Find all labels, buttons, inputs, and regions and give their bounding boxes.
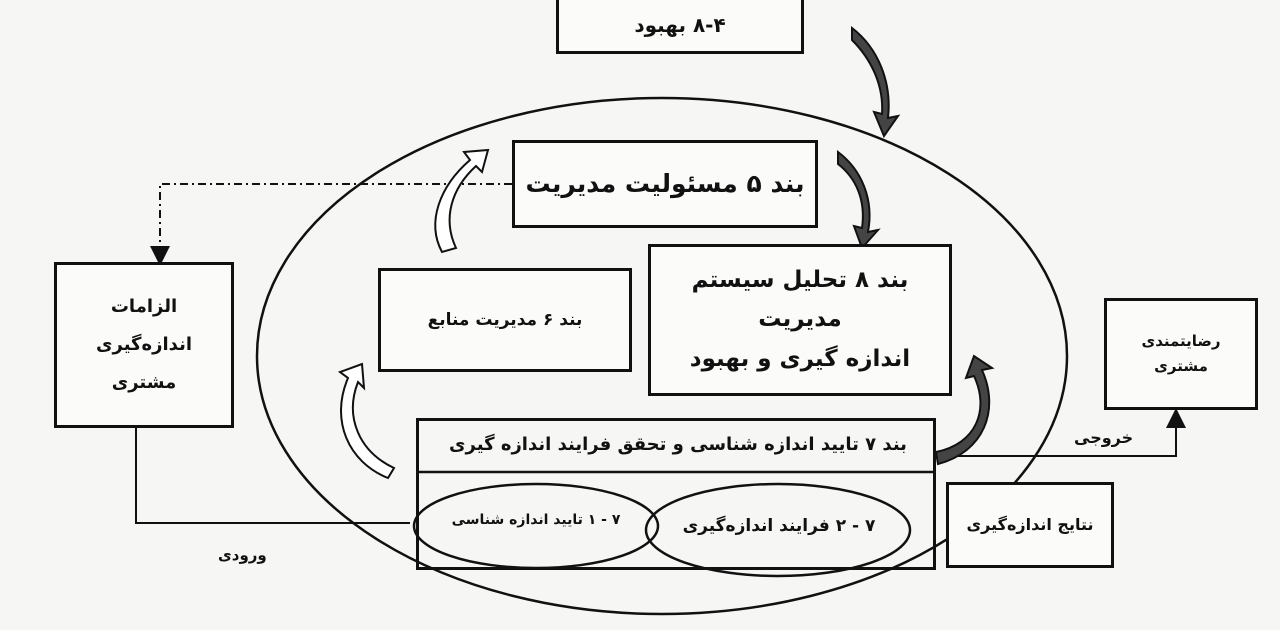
satisfaction-line1: رضایتمندی <box>1141 331 1221 350</box>
improvement-label: ۸-۴ بهبود <box>634 13 726 37</box>
curved-arrow-clause5-to-clause8-icon <box>837 149 881 250</box>
curved-arrow-clause6-to-clause5-icon <box>434 148 490 254</box>
clause5-label: بند ۵ مسئولیت مدیریت <box>525 168 805 198</box>
improvement-box: ۸-۴ بهبود <box>556 0 804 54</box>
clause6-box: بند ۶ مدیریت منابع <box>378 268 632 372</box>
clause7-2-ellipse <box>644 482 912 578</box>
system-boundary-ellipse <box>255 96 1069 616</box>
clause7-2-label: ۷ - ۲ فرایند اندازه‌گیری <box>682 516 876 536</box>
clause8-label-line2: اندازه گیری و بهبود <box>689 345 911 372</box>
customer-satisfaction-box: رضایتمندی مشتری <box>1104 298 1258 410</box>
results-label: نتایج اندازه‌گیری <box>966 515 1094 535</box>
dashed-feedback-line <box>150 183 512 266</box>
clause7-label: بند ۷ تایید اندازه شناسی و تحقق فرایند ا… <box>449 434 907 455</box>
output-label: خروجی <box>1074 428 1134 447</box>
clause7-1-label: ۷ - ۱ تایید اندازه شناسی <box>451 512 621 528</box>
clause8-label-line1: بند ۸ تحلیل سیستم مدیریت <box>691 267 909 333</box>
satisfaction-line2: مشتری <box>1154 357 1208 375</box>
measurement-results-box: نتایج اندازه‌گیری <box>946 482 1114 568</box>
clause5-box: بند ۵ مسئولیت مدیریت <box>512 140 818 228</box>
clause8-box: بند ۸ تحلیل سیستم مدیریت اندازه گیری و ب… <box>648 244 952 396</box>
input-label: ورودی <box>218 546 267 564</box>
curved-arrow-top-right-icon <box>851 25 901 139</box>
requirements-line2: اندازه‌گیری <box>96 334 192 356</box>
requirements-line3: مشتری <box>111 371 177 393</box>
requirements-line1: الزامات <box>110 296 178 318</box>
clause7-box <box>416 418 936 570</box>
input-line <box>135 428 410 524</box>
output-line <box>934 408 1186 457</box>
clause6-label: بند ۶ مدیریت منابع <box>427 309 583 330</box>
curved-arrow-clause8-to-clause7-icon <box>934 354 995 466</box>
curved-arrow-clause7-to-clause6-icon <box>337 362 396 480</box>
customer-requirements-box: الزامات اندازه‌گیری مشتری <box>54 262 234 428</box>
